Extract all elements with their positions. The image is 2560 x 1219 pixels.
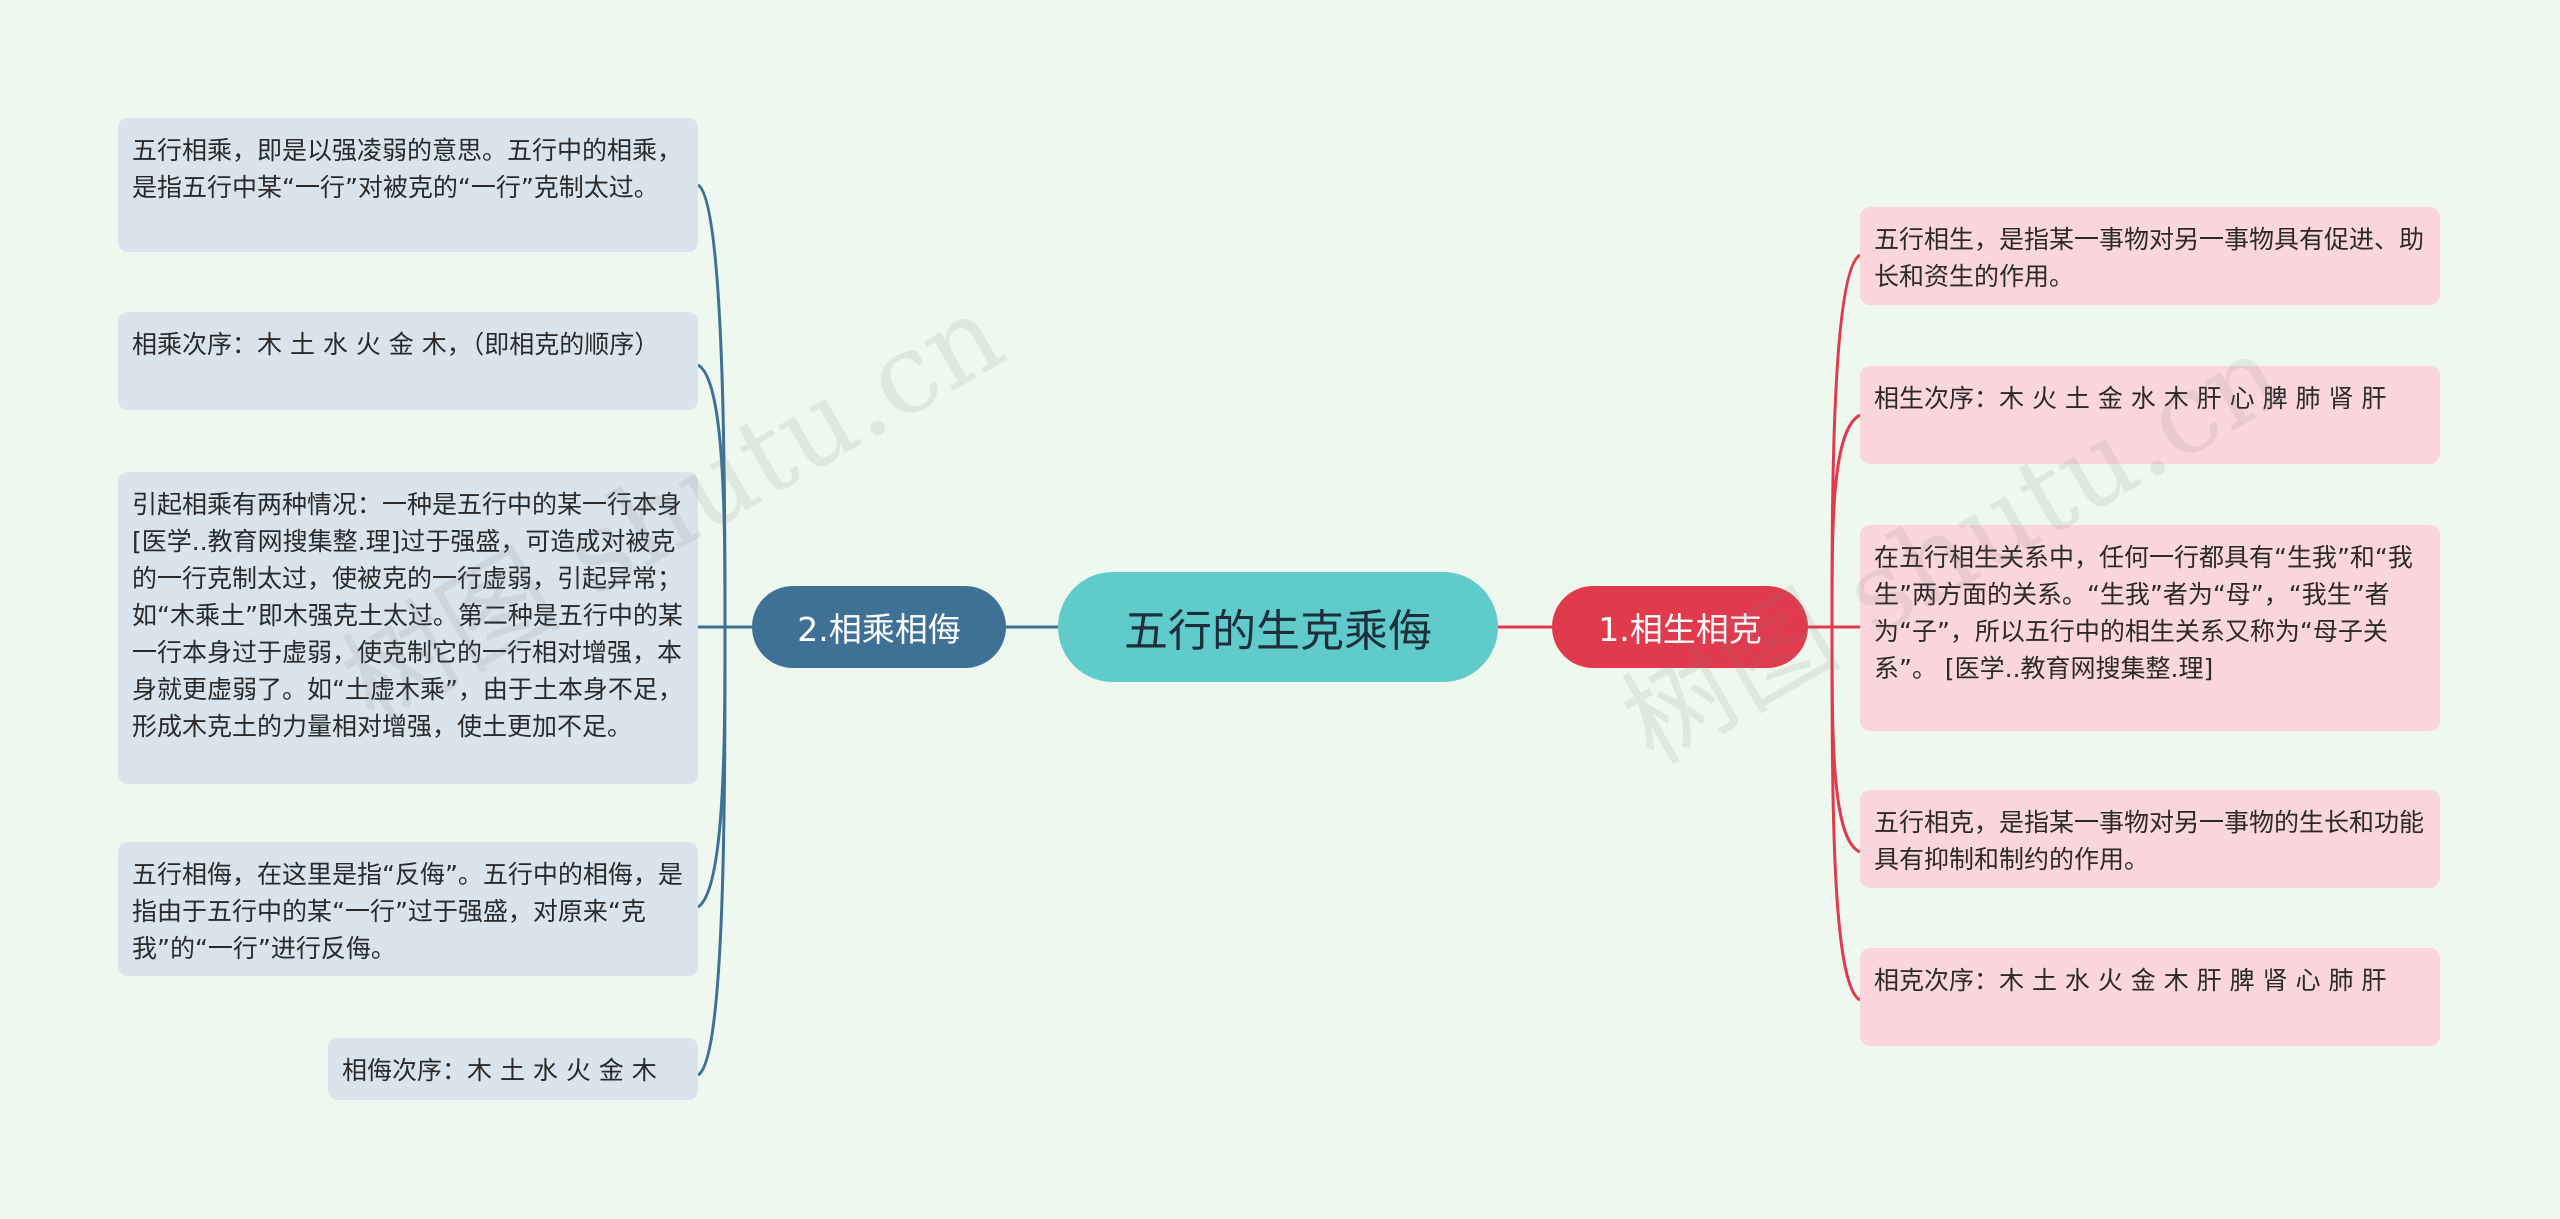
right-leaf-5: 相克次序：木 土 水 火 金 木 肝 脾 肾 心 肺 肝 [1860, 948, 2440, 1046]
left-branch-connectors [696, 183, 752, 1077]
right-leaf-3: 在五行相生关系中，任何一行都具有“生我”和“我生”两方面的关系。“生我”者为“母… [1860, 525, 2440, 731]
right-leaf-2: 相生次序：木 火 土 金 水 木 肝 心 脾 肺 肾 肝 [1860, 366, 2440, 464]
branch-node-right[interactable]: 1.相生相克 [1552, 586, 1808, 668]
right-leaf-1: 五行相生，是指某一事物对另一事物具有促进、助长和资生的作用。 [1860, 207, 2440, 305]
left-leaf-1: 五行相乘，即是以强凌弱的意思。五行中的相乘，是指五行中某“一行”对被克的“一行”… [118, 118, 698, 252]
central-topic[interactable]: 五行的生克乘侮 [1058, 572, 1498, 682]
left-leaf-5: 相侮次序：木 土 水 火 金 木 [328, 1038, 698, 1100]
left-leaf-2: 相乘次序：木 土 水 火 金 木，（即相克的顺序） [118, 312, 698, 410]
branch-node-left[interactable]: 2.相乘相侮 [752, 586, 1006, 668]
right-leaf-4: 五行相克，是指某一事物对另一事物的生长和功能具有抑制和制约的作用。 [1860, 790, 2440, 888]
left-leaf-3: 引起相乘有两种情况：一种是五行中的某一行本身[医学..教育网搜集整.理]过于强盛… [118, 472, 698, 784]
left-leaf-4: 五行相侮，在这里是指“反侮”。五行中的相侮，是指由于五行中的某“一行”过于强盛，… [118, 842, 698, 976]
right-branch-connectors [1808, 253, 1861, 1002]
